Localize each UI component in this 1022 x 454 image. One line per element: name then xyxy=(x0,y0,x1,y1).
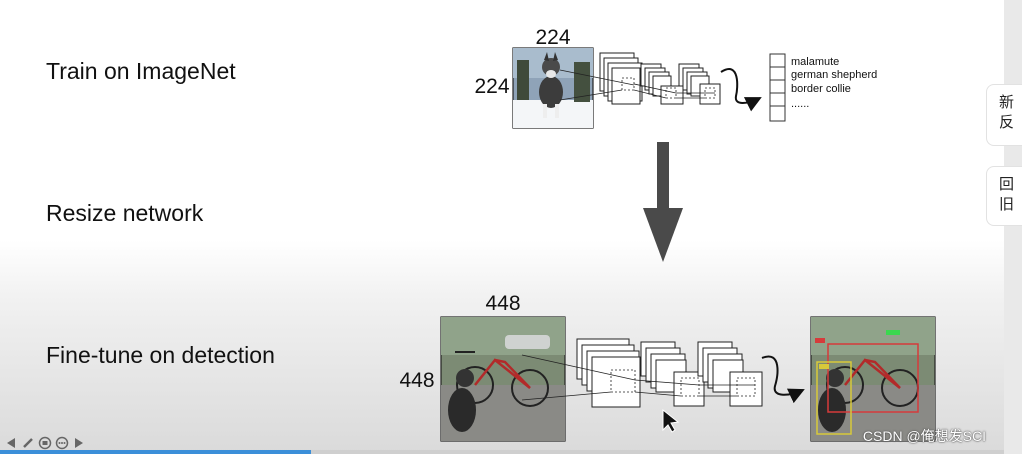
video-progress-fill xyxy=(0,450,312,454)
bottom-input-height-label: 448 xyxy=(399,369,434,392)
step-resize-label: Resize network xyxy=(46,200,204,226)
prev-icon[interactable] xyxy=(4,436,18,450)
class-label: ...... xyxy=(791,98,809,110)
screen-icon[interactable] xyxy=(38,436,52,450)
top-class-labels: malamute german shepherd border collie .… xyxy=(791,56,877,110)
back-text-line: 回 xyxy=(999,176,1015,193)
class-label: malamute xyxy=(791,56,839,68)
feedback-text-line: 反 xyxy=(999,114,1015,131)
pen-icon[interactable] xyxy=(21,436,35,450)
class-label: german shepherd xyxy=(791,69,877,81)
feedback-text-line: 新 xyxy=(999,94,1015,111)
top-kernel-lines xyxy=(559,69,716,101)
class-label: border collie xyxy=(791,83,851,95)
bottom-feature-maps xyxy=(576,338,763,408)
feedback-panel-button[interactable]: 新 反 xyxy=(986,84,1022,146)
top-input-image xyxy=(512,47,594,129)
mouse-cursor-icon xyxy=(662,408,680,433)
player-controls xyxy=(4,436,86,450)
bottom-detection-image xyxy=(810,316,936,442)
more-icon[interactable] xyxy=(55,436,69,450)
top-class-vector xyxy=(769,53,786,122)
top-input-height-label: 224 xyxy=(474,75,509,98)
step-train-label: Train on ImageNet xyxy=(46,58,236,84)
bottom-kernel-lines xyxy=(521,354,756,401)
top-input-width-label: 224 xyxy=(535,26,570,49)
back-to-old-panel-button[interactable]: 回 旧 xyxy=(986,166,1022,226)
video-progress-bar[interactable] xyxy=(0,450,1004,454)
bottom-input-width-label: 448 xyxy=(485,292,520,315)
down-arrow xyxy=(643,142,683,262)
next-icon[interactable] xyxy=(72,436,86,450)
top-output-arrow xyxy=(720,68,762,112)
step-finetune-label: Fine-tune on detection xyxy=(46,342,275,368)
bottom-input-image xyxy=(440,316,566,442)
back-text-line: 旧 xyxy=(999,196,1015,213)
watermark: CSDN @俺想发SCI xyxy=(862,428,986,444)
bottom-output-arrow xyxy=(761,355,805,404)
